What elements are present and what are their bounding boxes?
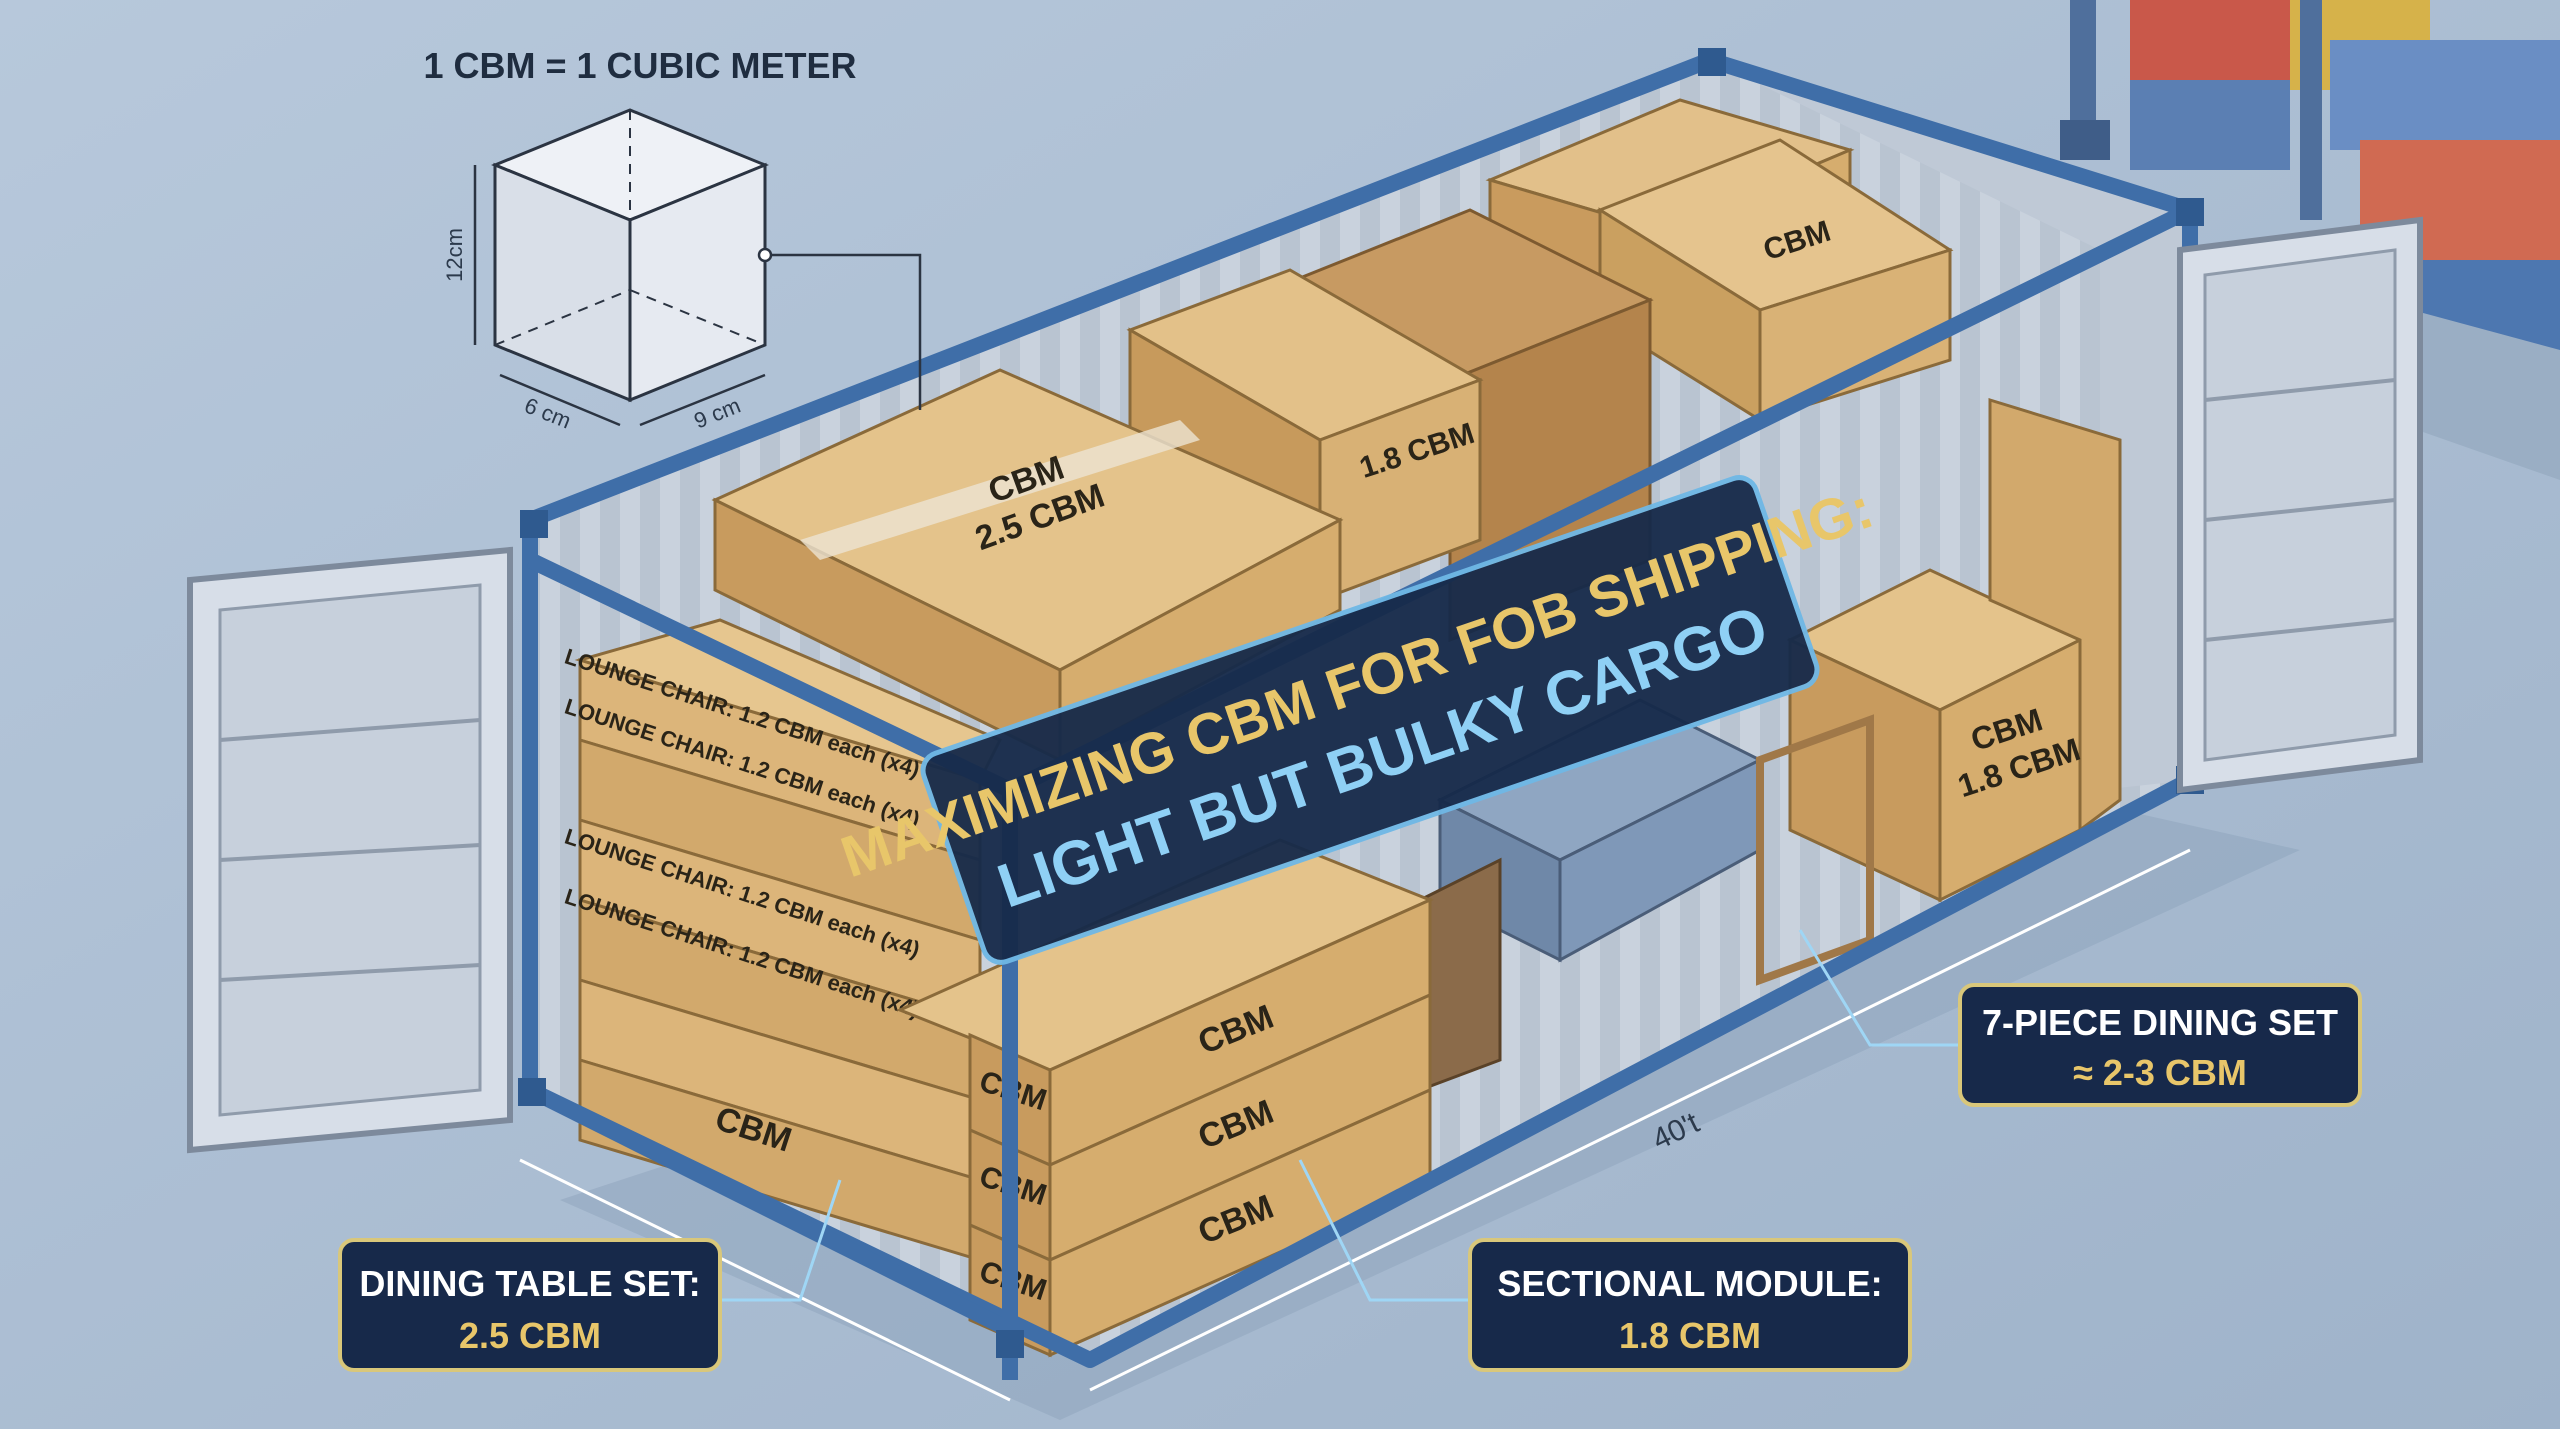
back-cargo — [1126, 98, 1954, 643]
dining-table-value: 2.5 CBM — [459, 1315, 601, 1356]
dining-set-value: ≈ 2-3 CBM — [2073, 1052, 2247, 1093]
port-container-stack — [2060, 0, 2560, 380]
sectional-sofa — [1418, 698, 1874, 1093]
right-box — [1786, 397, 2122, 903]
dining-table-title: DINING TABLE SET: — [359, 1263, 700, 1304]
reference-title: 1 CBM = 1 CUBIC METER — [423, 45, 856, 86]
cube-height-label: 12cm — [442, 228, 467, 282]
callout-leaders — [720, 929, 1960, 1302]
sectional-value: 1.8 CBM — [1619, 1315, 1761, 1356]
container-length-line — [519, 848, 2191, 1402]
sectional-title: SECTIONAL MODULE: — [1497, 1263, 1882, 1304]
callout-dining-table: DINING TABLE SET: 2.5 CBM — [338, 1238, 722, 1372]
callout-sectional: SECTIONAL MODULE: 1.8 CBM — [1468, 1238, 1912, 1372]
container-rear-wall — [1710, 60, 2190, 790]
reference-cube — [491, 108, 769, 403]
reference-dimension-lines — [473, 165, 922, 427]
left-door — [187, 546, 513, 1154]
dining-set-title: 7-PIECE DINING SET — [1982, 1002, 2338, 1043]
right-door — [2177, 216, 2423, 794]
callout-dining-set: 7-PIECE DINING SET ≈ 2-3 CBM — [1958, 983, 2362, 1107]
